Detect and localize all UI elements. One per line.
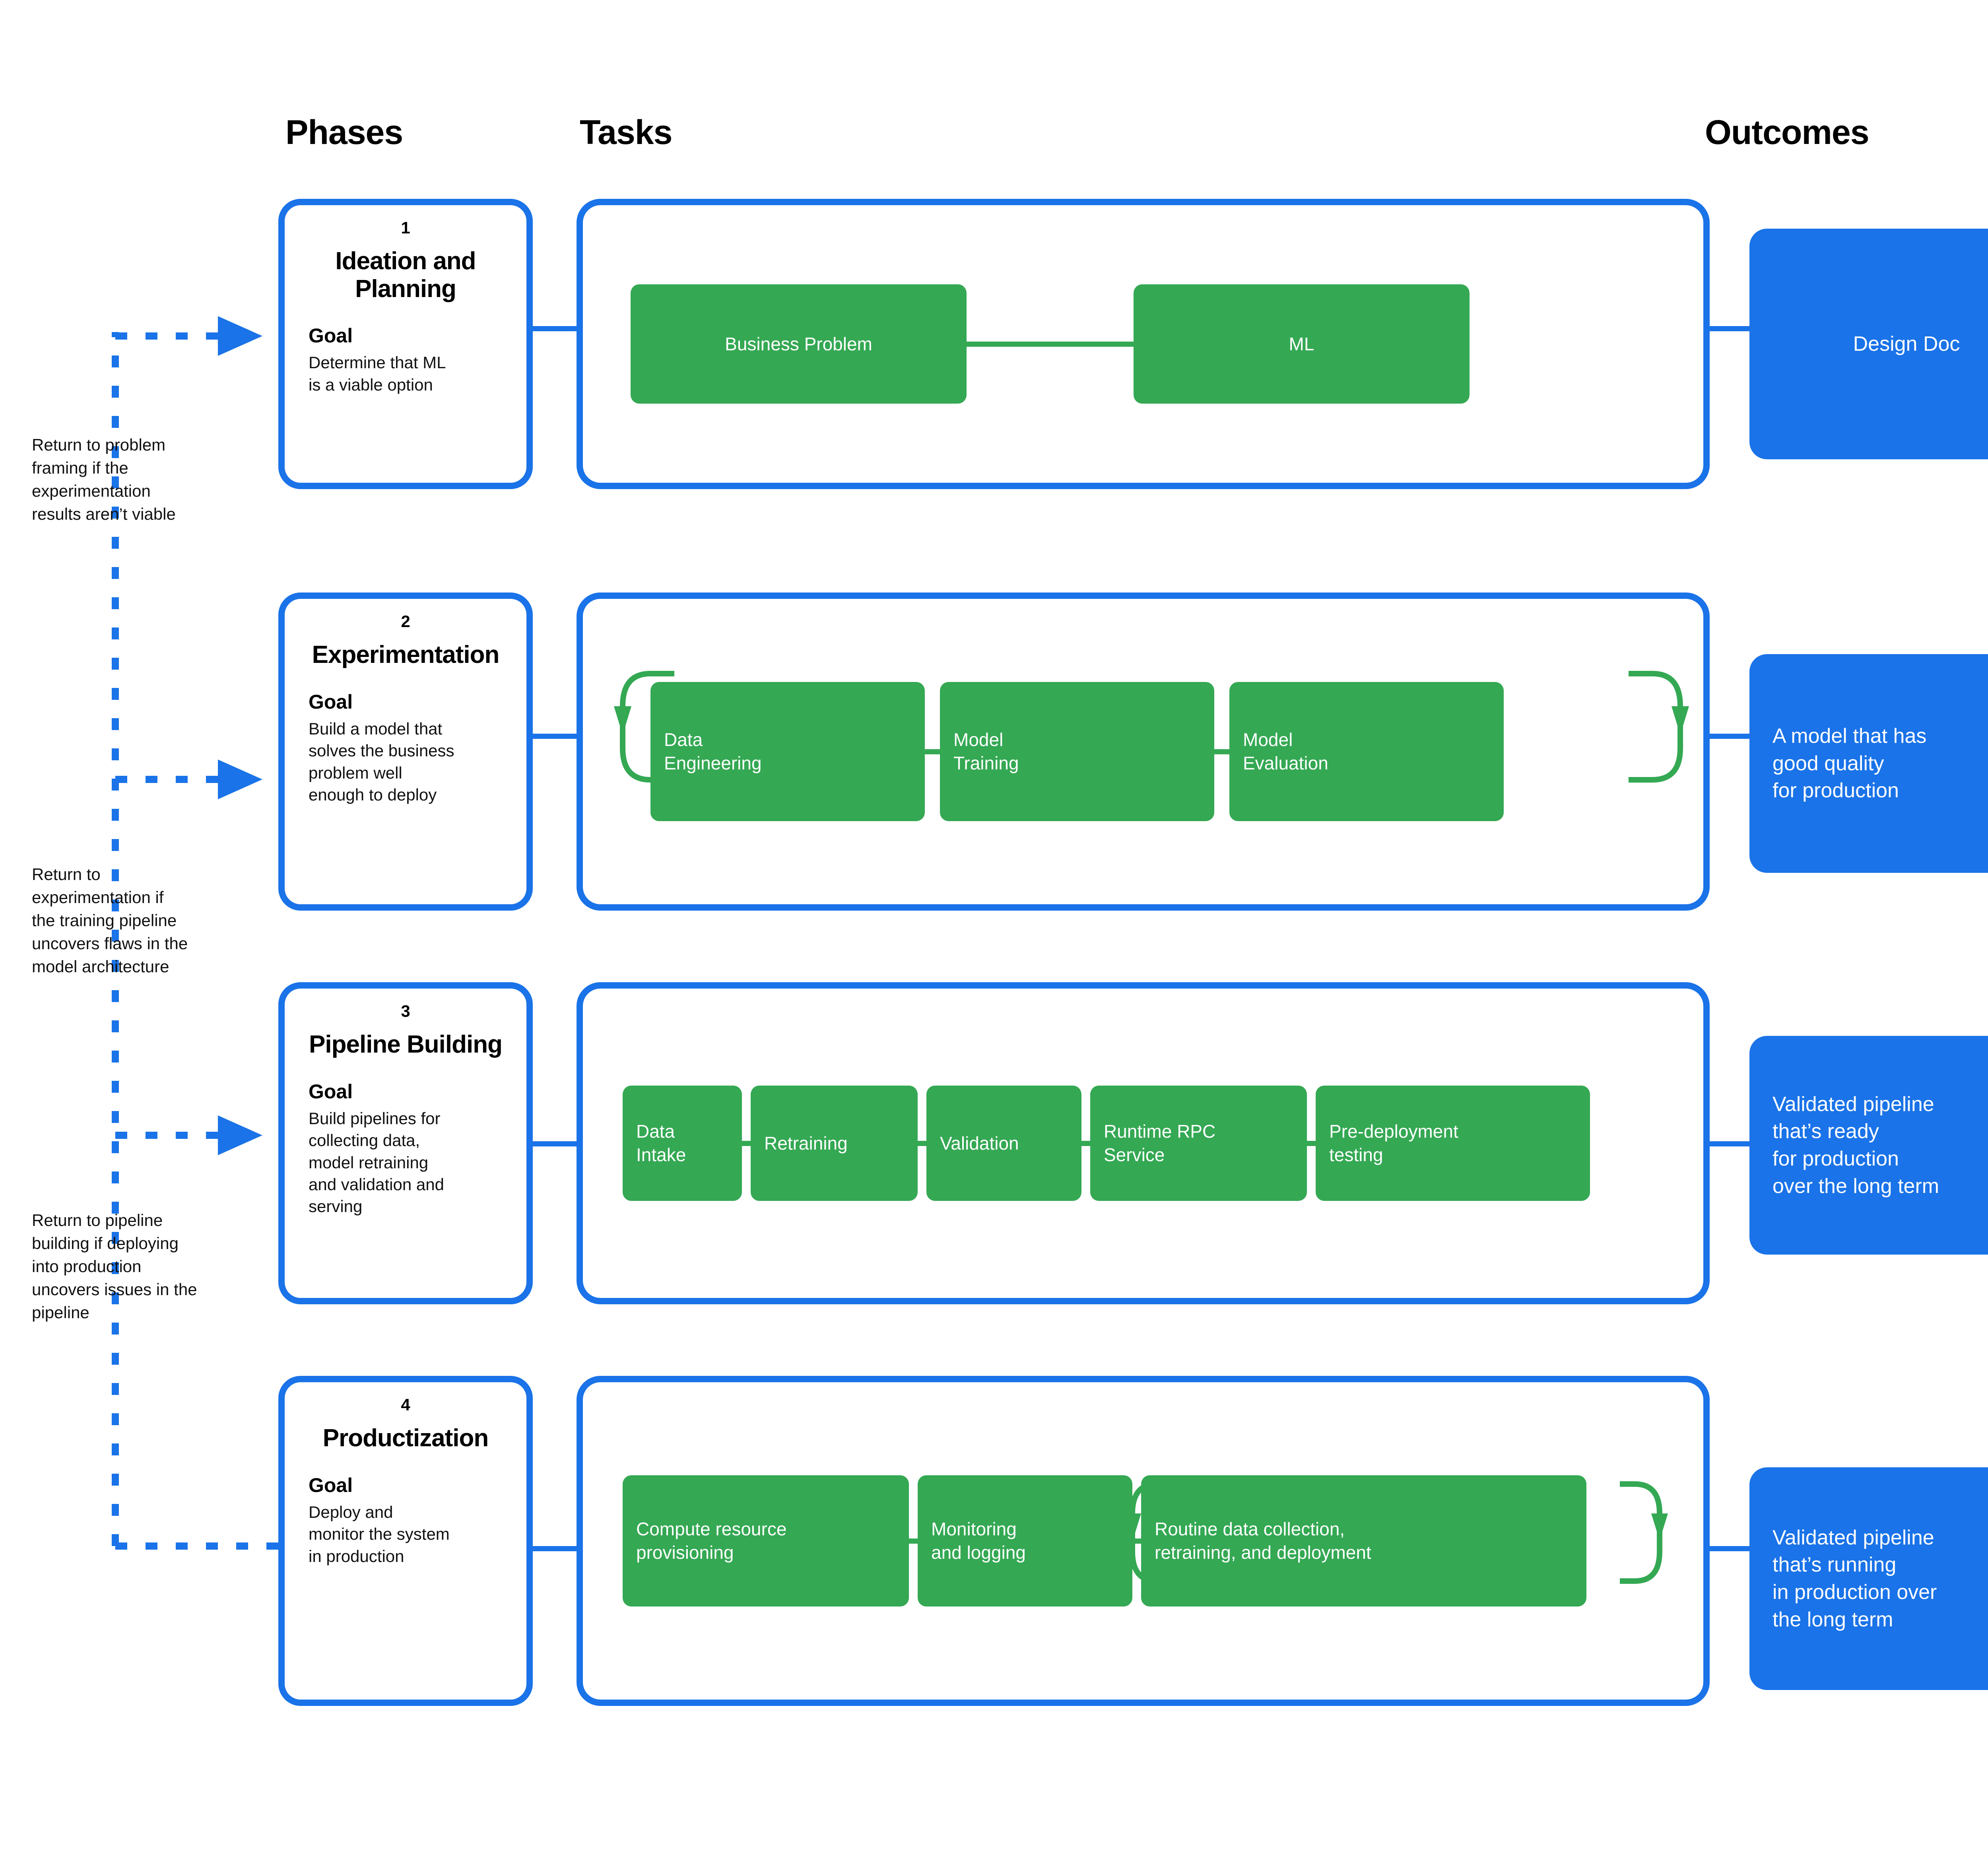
task-box[interactable]: Retraining	[751, 1086, 918, 1201]
phase-card-1[interactable]: 1 Ideation and Planning Goal Determine t…	[278, 199, 533, 489]
column-heading-phases: Phases	[285, 113, 403, 152]
goal-label-1: Goal	[309, 324, 353, 347]
connector-tasks-outcome-1	[1705, 326, 1753, 331]
connector-tasks-outcome-3	[1705, 1141, 1753, 1146]
task-connector	[1132, 1538, 1141, 1544]
connector-phase-tasks-2	[533, 734, 580, 739]
phase-row-3: 3 Pipeline Building Goal Build pipelines…	[0, 982, 1988, 1304]
outcome-card-3[interactable]: Validated pipeline that’s ready for prod…	[1749, 1036, 1988, 1255]
task-box[interactable]: Model Training	[940, 682, 1214, 821]
task-box[interactable]: Compute resource provisioning	[623, 1475, 909, 1607]
tasks-list-4: Compute resource provisioning Monitoring…	[583, 1475, 1703, 1607]
tasks-list-3: Data Intake Retraining Validation Runtim…	[583, 1086, 1703, 1201]
task-box[interactable]: Routine data collection, retraining, and…	[1141, 1475, 1586, 1607]
outcome-card-4[interactable]: Validated pipeline that’s running in pro…	[1749, 1467, 1988, 1690]
task-connector	[967, 341, 1134, 347]
goal-text-1: Determine that ML is a viable option	[309, 353, 446, 394]
column-heading-tasks: Tasks	[580, 113, 672, 152]
connector-phase-tasks-4	[533, 1546, 580, 1551]
connector-tasks-outcome-4	[1705, 1546, 1753, 1551]
phase-number-2: 2	[401, 612, 410, 631]
tasks-list-1: Business Problem ML	[583, 284, 1703, 404]
phase-number-1: 1	[401, 218, 410, 237]
task-connector	[1307, 1140, 1316, 1146]
phase-row-4: 4 Productization Goal Deploy and monitor…	[0, 1376, 1988, 1706]
phase-number-3: 3	[401, 1002, 410, 1020]
goal-text-3: Build pipelines for collecting data, mod…	[309, 1109, 444, 1216]
goal-block-2: Goal Build a model that solves the busin…	[303, 691, 508, 806]
tasks-card-4: Compute resource provisioning Monitoring…	[577, 1376, 1710, 1706]
task-box[interactable]: Runtime RPC Service	[1090, 1086, 1307, 1201]
goal-block-4: Goal Deploy and monitor the system in pr…	[303, 1474, 508, 1567]
phase-title-1: Ideation and Planning	[335, 247, 476, 303]
goal-block-1: Goal Determine that ML is a viable optio…	[303, 325, 508, 396]
connector-tasks-outcome-2	[1705, 734, 1753, 739]
task-connector	[1214, 749, 1229, 754]
goal-text-4: Deploy and monitor the system in product…	[309, 1502, 450, 1566]
phase-card-2[interactable]: 2 Experimentation Goal Build a model tha…	[278, 592, 533, 911]
task-connector	[1081, 1140, 1090, 1146]
task-box[interactable]: Validation	[926, 1086, 1081, 1201]
goal-label-4: Goal	[309, 1474, 353, 1496]
task-box[interactable]: Pre-deployment testing	[1316, 1086, 1590, 1201]
goal-text-2: Build a model that solves the business p…	[309, 719, 454, 804]
task-box[interactable]: Monitoring and logging	[918, 1475, 1132, 1607]
task-connector	[742, 1140, 751, 1146]
goal-block-3: Goal Build pipelines for collecting data…	[303, 1080, 508, 1218]
annotation-return-to-problem-framing: Return to problem framing if the experim…	[32, 435, 176, 523]
connector-phase-tasks-1	[533, 326, 580, 331]
task-box[interactable]: Data Engineering	[650, 682, 925, 821]
goal-label-2: Goal	[309, 690, 353, 713]
column-heading-outcomes: Outcomes	[1705, 113, 1870, 152]
annotation-return-to-pipeline-building: Return to pipeline building if deploying…	[32, 1211, 197, 1322]
task-box[interactable]: Business Problem	[631, 284, 967, 404]
task-box[interactable]: Model Evaluation	[1229, 682, 1504, 821]
goal-label-3: Goal	[309, 1080, 353, 1103]
phase-row-2: 2 Experimentation Goal Build a model tha…	[0, 592, 1988, 911]
outcome-card-2[interactable]: A model that has good quality for produc…	[1749, 654, 1988, 873]
task-box[interactable]: Data Intake	[623, 1086, 742, 1201]
outcome-card-1[interactable]: Design Doc	[1749, 229, 1988, 459]
task-connector	[925, 749, 940, 754]
task-box[interactable]: ML	[1134, 284, 1470, 404]
phase-card-4[interactable]: 4 Productization Goal Deploy and monitor…	[278, 1376, 533, 1706]
task-connector	[909, 1538, 918, 1544]
annotation-return-to-experimentation-training: Return to experimentation if the trainin…	[32, 865, 188, 976]
phase-number-4: 4	[401, 1395, 410, 1414]
phase-title-4: Productization	[322, 1424, 489, 1452]
tasks-card-2: Data Engineering Model Training Model Ev…	[577, 592, 1710, 911]
tasks-list-2: Data Engineering Model Training Model Ev…	[583, 682, 1703, 821]
phase-card-3[interactable]: 3 Pipeline Building Goal Build pipelines…	[278, 982, 533, 1304]
phase-title-3: Pipeline Building	[309, 1031, 503, 1059]
phase-row-1: 1 Ideation and Planning Goal Determine t…	[0, 199, 1988, 489]
phase-title-2: Experimentation	[312, 641, 500, 669]
connector-phase-tasks-3	[533, 1141, 580, 1146]
task-connector	[918, 1140, 926, 1146]
tasks-card-1: Business Problem ML	[577, 199, 1710, 489]
tasks-card-3: Data Intake Retraining Validation Runtim…	[577, 982, 1710, 1304]
